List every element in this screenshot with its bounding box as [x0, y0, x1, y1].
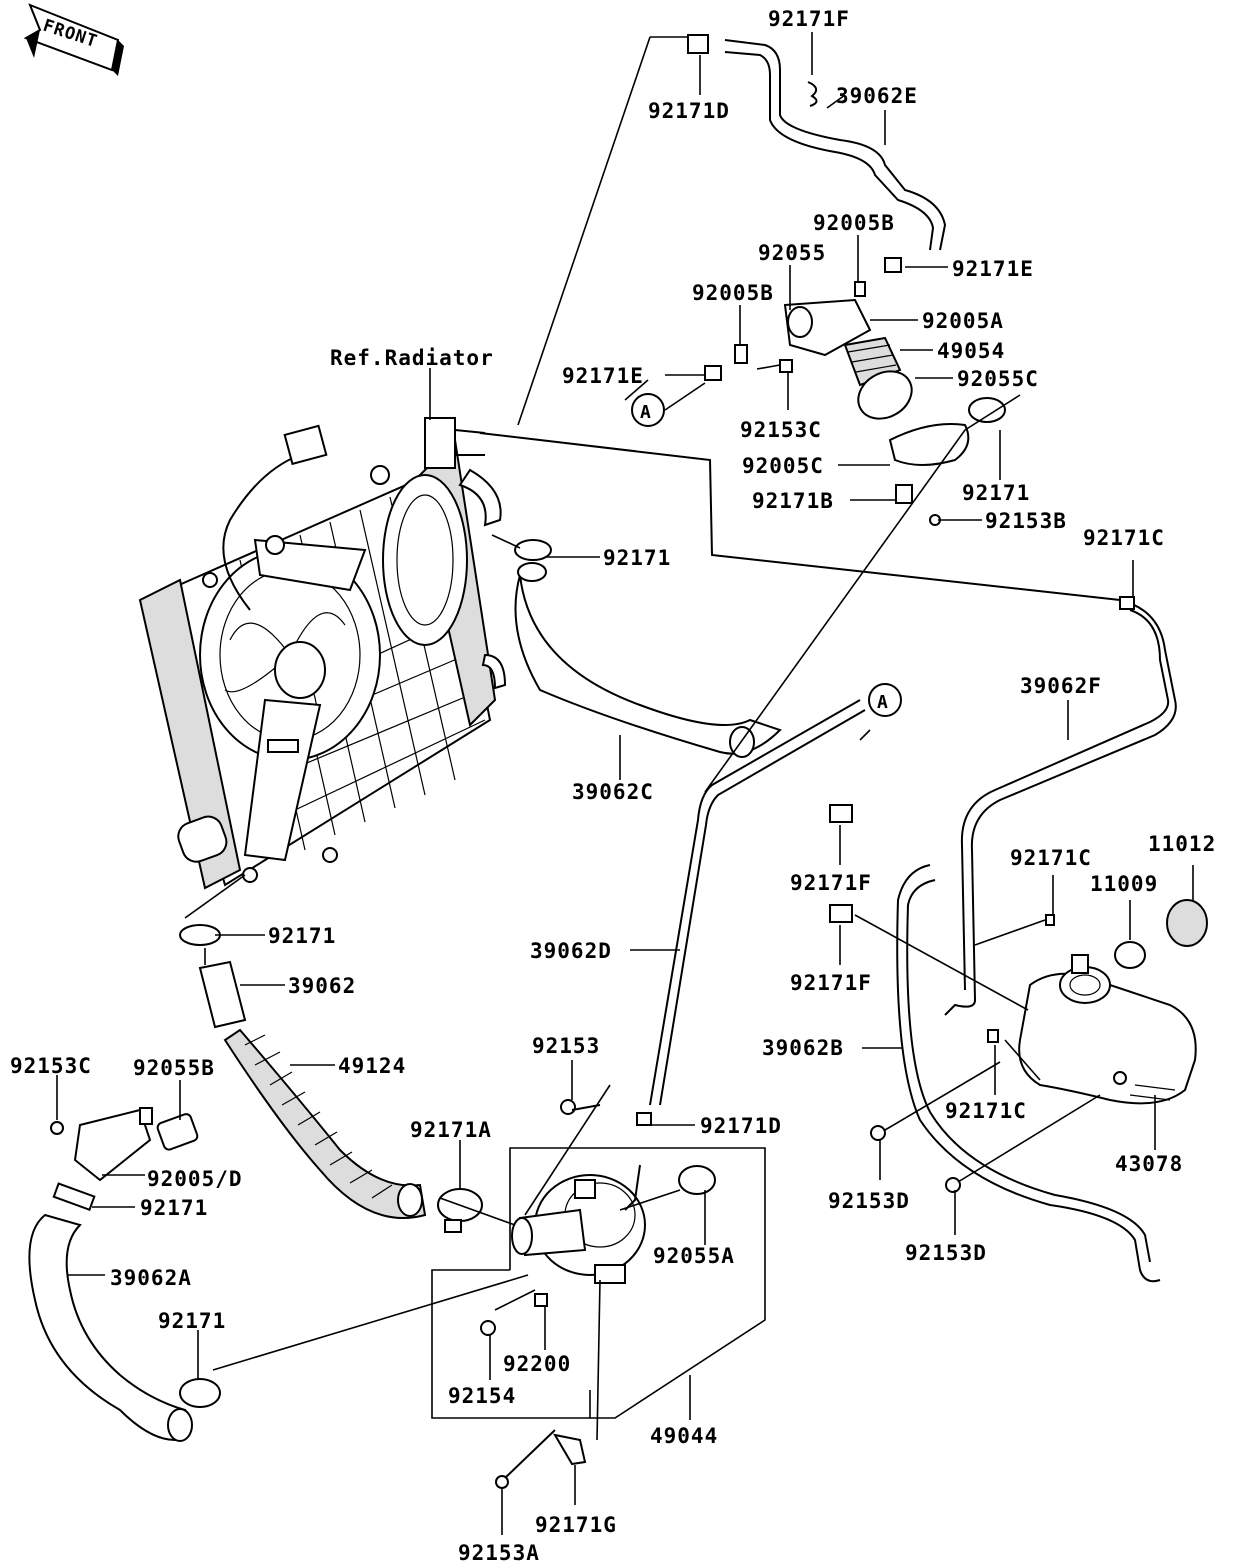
radiator-assembly	[138, 417, 507, 890]
hose-39062D	[649, 699, 861, 1106]
svg-text:A: A	[877, 692, 889, 713]
part-label: 92171C	[1083, 526, 1165, 550]
part-label: 39062D	[530, 939, 612, 963]
lower-hoses	[28, 924, 483, 1442]
part-label: 92055B	[133, 1056, 215, 1080]
part-label: 92153D	[828, 1189, 910, 1213]
part-label: 92171A	[410, 1118, 492, 1142]
part-label: 92153D	[905, 1241, 987, 1265]
leader-lines	[56, 32, 1194, 1535]
hose-39062B	[896, 864, 1161, 1283]
part-label: 11009	[1090, 872, 1158, 896]
part-label: 92171D	[648, 99, 730, 123]
water-pump-assembly	[480, 1099, 716, 1489]
part-labels: Ref.Radiator 92171F 92171D 39062E 92005B…	[10, 7, 1216, 1565]
part-label: 92055A	[653, 1244, 735, 1268]
part-label: 92055	[758, 241, 826, 265]
part-label: 92055C	[957, 367, 1039, 391]
part-label: 92153C	[10, 1054, 92, 1078]
part-label: 92171F	[768, 7, 850, 31]
svg-text:A: A	[640, 402, 652, 423]
part-label: 49054	[937, 339, 1005, 363]
part-label: 92171F	[790, 971, 872, 995]
part-label: 92171	[603, 546, 671, 570]
clip-92171F-top	[807, 81, 818, 107]
part-label: 11012	[1148, 832, 1216, 856]
front-arrow-icon: FRONT	[23, 3, 124, 76]
part-label: 39062A	[110, 1266, 192, 1290]
part-label: 92171E	[562, 364, 644, 388]
part-label: 92200	[503, 1352, 571, 1376]
callout-a-bottom: A	[868, 683, 902, 717]
part-label: 92154	[448, 1384, 516, 1408]
part-label: 92153B	[985, 509, 1067, 533]
part-label: 92153C	[740, 418, 822, 442]
part-label: 92171D	[700, 1114, 782, 1138]
part-label: 92171F	[790, 871, 872, 895]
part-label: 92005B	[813, 211, 895, 235]
part-label: 92005C	[742, 454, 824, 478]
part-label: 39062F	[1020, 674, 1102, 698]
part-label: 92171	[140, 1196, 208, 1220]
part-label: 39062E	[836, 84, 918, 108]
callout-a-top: A	[631, 393, 665, 427]
part-label: 92005A	[922, 309, 1004, 333]
clip-92171F-a	[829, 804, 853, 823]
thermostat-housing	[704, 257, 1006, 526]
part-label: 92171B	[752, 489, 834, 513]
hose-39062E	[724, 39, 947, 251]
part-label: 92171	[268, 924, 336, 948]
clip-92171F-b	[829, 904, 853, 923]
part-label: 92171C	[945, 1099, 1027, 1123]
part-label: 39062B	[762, 1036, 844, 1060]
part-label: 92153A	[458, 1541, 540, 1565]
part-label: 92171	[962, 481, 1030, 505]
reservoir-tank	[1018, 899, 1208, 1105]
part-label: 92153	[532, 1034, 600, 1058]
clip-92171D-top	[687, 34, 709, 54]
part-label: 43078	[1115, 1152, 1183, 1176]
part-label: 39062	[288, 974, 356, 998]
part-label: 92005/D	[147, 1167, 243, 1191]
part-label: 49124	[338, 1054, 406, 1078]
part-label: 92171E	[952, 257, 1034, 281]
hose-39062F	[479, 432, 1177, 1016]
part-label: 92005B	[692, 281, 774, 305]
part-label: 39062C	[572, 780, 654, 804]
ref-radiator-label: Ref.Radiator	[330, 346, 494, 370]
part-label: 92171	[158, 1309, 226, 1333]
part-label: 92171G	[535, 1513, 617, 1537]
part-label: 92171C	[1010, 846, 1092, 870]
part-label: 49044	[650, 1424, 718, 1448]
